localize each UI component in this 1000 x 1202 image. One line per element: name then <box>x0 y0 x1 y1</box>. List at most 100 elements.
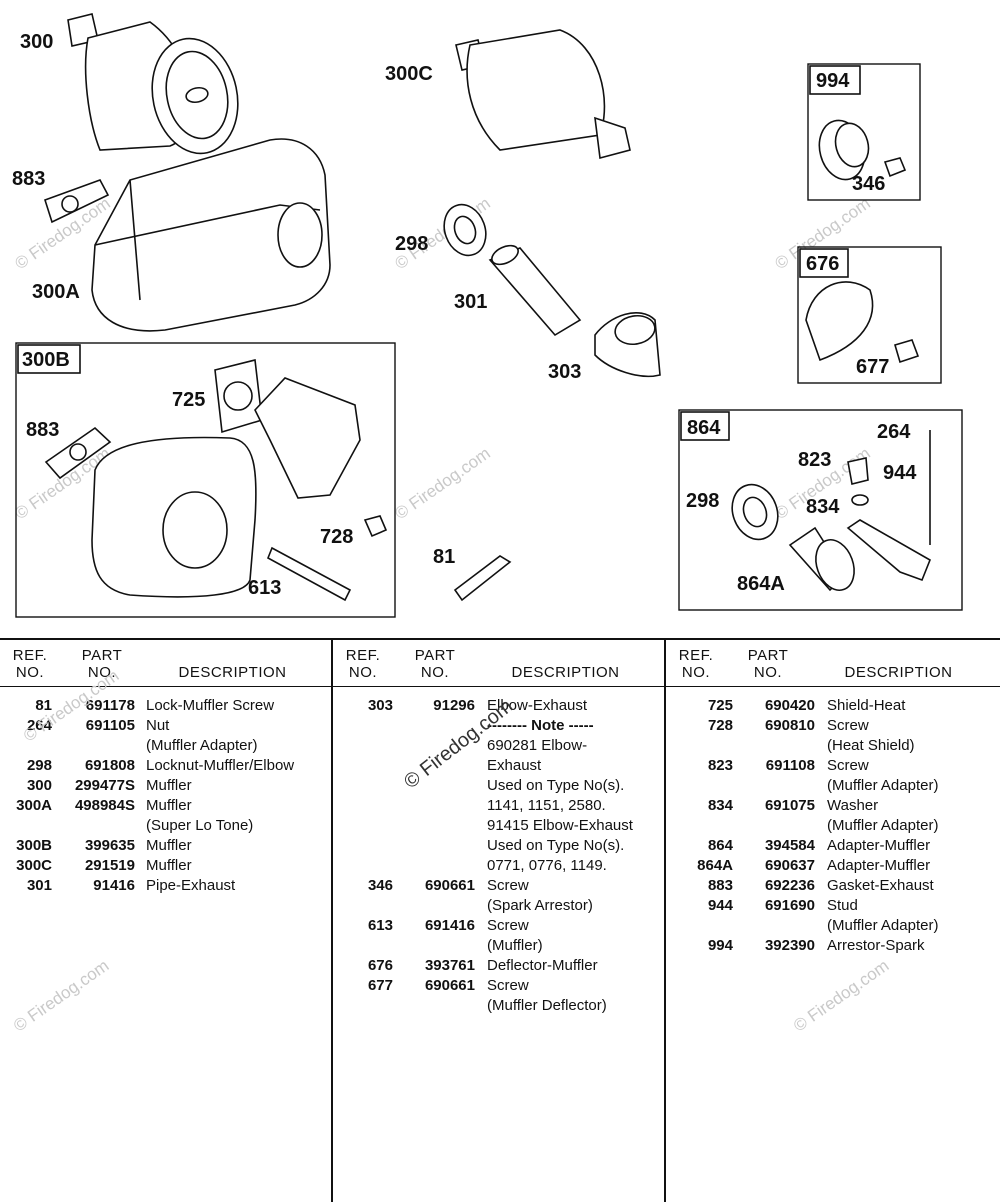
header-description: DESCRIPTION <box>511 664 620 681</box>
description-cell: Gasket-Exhaust <box>827 877 934 894</box>
ref-no-cell: 823 <box>707 757 733 774</box>
ref-no-cell: 676 <box>367 957 393 974</box>
description-cell: (Muffler) <box>487 937 543 954</box>
description-cell: (Heat Shield) <box>827 737 915 754</box>
callout-944: 944 <box>883 462 917 484</box>
table-row: (Muffler Adapter) <box>666 816 1000 836</box>
ref-no-cell: 301 <box>26 877 52 894</box>
description-cell: Adapter-Muffler <box>827 857 931 874</box>
ref-no-cell: 300B <box>16 837 52 854</box>
description-cell: 690281 Elbow- <box>487 737 588 754</box>
table-row: 300B 399635 Muffler <box>0 836 331 856</box>
exploded-parts-diagram: © Firedog.com © Firedog.com © Firedog.co… <box>11 13 963 618</box>
description-cell: (Spark Arrestor) <box>487 897 593 914</box>
callout-300: 300 <box>20 31 53 53</box>
callout-834: 834 <box>806 496 840 518</box>
description-cell: Nut <box>146 717 170 734</box>
ref-no-cell: 613 <box>367 917 393 934</box>
description-cell: Elbow-Exhaust <box>487 697 588 714</box>
part-no-cell: 399635 <box>84 837 135 854</box>
ref-no-cell: 677 <box>367 977 393 994</box>
description-cell: Screw <box>487 877 529 894</box>
callout-346: 346 <box>852 173 885 195</box>
callout-298: 298 <box>686 490 719 512</box>
callout-994: 994 <box>816 70 850 92</box>
callout-box-994 <box>809 65 861 95</box>
ref-no-cell: 346 <box>367 877 393 894</box>
ref-no-cell: 81 <box>35 697 52 714</box>
callout-883: 883 <box>26 419 59 441</box>
ref-no-cell: 864A <box>697 857 733 874</box>
part-no-cell: 691178 <box>85 697 135 714</box>
ref-no-cell: 298 <box>26 757 52 774</box>
callout-864: 864 <box>687 417 721 439</box>
callout-81: 81 <box>433 546 455 568</box>
table-row: 690281 Elbow- <box>333 736 664 756</box>
ref-no-cell: 725 <box>707 697 733 714</box>
table-row: (Heat Shield) <box>666 736 1000 756</box>
description-cell: Muffler <box>146 857 192 874</box>
description-cell: 1141, 1151, 2580. <box>487 797 606 814</box>
description-cell: Muffler <box>146 797 192 814</box>
description-cell: (Muffler Deflector) <box>487 997 607 1014</box>
callout-725: 725 <box>172 389 205 411</box>
ref-no-cell: 300C <box>16 857 52 874</box>
table-row: (Muffler Adapter) <box>0 736 331 756</box>
part-no-cell: 692236 <box>764 877 815 894</box>
inset-box-994 <box>807 63 921 201</box>
ref-no-cell: 883 <box>707 877 733 894</box>
callout-864a: 864A <box>737 573 785 595</box>
table-row: Exhaust <box>333 756 664 776</box>
part-no-cell: 691808 <box>84 757 135 774</box>
description-cell: Screw <box>827 757 869 774</box>
callout-300a: 300A <box>32 281 80 303</box>
table-row: (Muffler Adapter) <box>666 776 1000 796</box>
description-cell: 0771, 0776, 1149. <box>487 857 607 874</box>
description-cell: Exhaust <box>487 757 542 774</box>
callout-box-300b <box>17 344 81 374</box>
callout-300b: 300B <box>22 349 70 371</box>
callout-301: 301 <box>454 291 487 313</box>
callout-677: 677 <box>856 356 889 378</box>
muffler-300a <box>44 138 331 332</box>
table-row: (Muffler) <box>333 936 664 956</box>
description-cell: Screw <box>487 917 529 934</box>
ref-no-cell: 944 <box>707 897 733 914</box>
table-row: Used on Type No(s). <box>333 836 664 856</box>
description-cell: Screw <box>487 977 529 994</box>
callout-303: 303 <box>548 361 581 383</box>
ref-no-cell: 300 <box>26 777 52 794</box>
description-cell: Screw <box>827 717 869 734</box>
adapter-864 <box>731 430 932 592</box>
inset-box-864 <box>678 409 963 611</box>
description-cell: 91415 Elbow-Exhaust <box>487 817 633 834</box>
description-cell: Deflector-Muffler <box>487 957 598 974</box>
callout-264: 264 <box>877 421 911 443</box>
header-description: DESCRIPTION <box>844 664 953 681</box>
ref-no-cell: 728 <box>707 717 733 734</box>
table-row: -------- Note ----- <box>333 716 664 736</box>
header-description: DESCRIPTION <box>178 664 287 681</box>
description-cell: Muffler <box>146 837 192 854</box>
part-no-cell: 691075 <box>764 797 815 814</box>
description-cell: -------- Note ----- <box>487 717 594 734</box>
